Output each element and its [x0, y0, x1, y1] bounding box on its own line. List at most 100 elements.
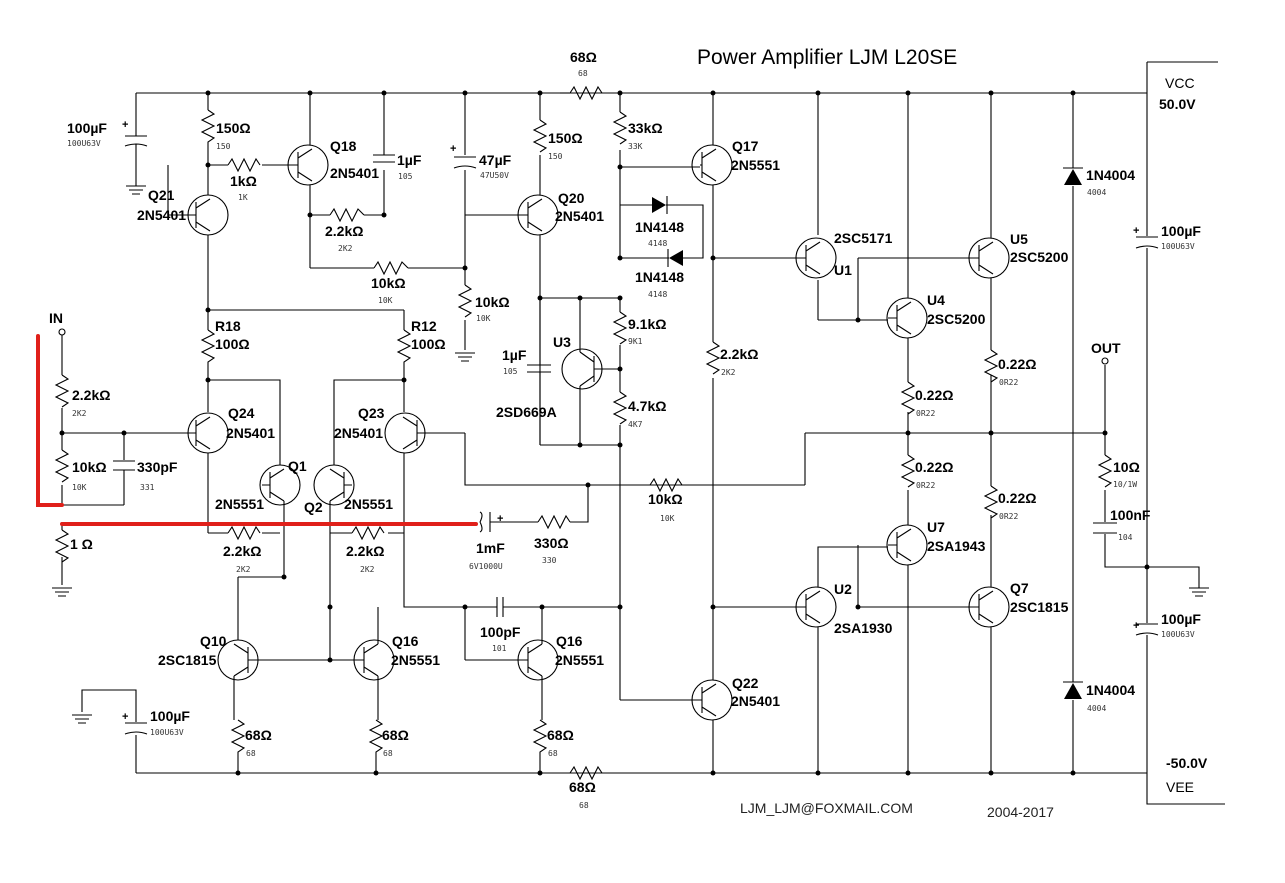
cap-100u-bottomleft: + 100µF 100U63V — [122, 708, 190, 737]
resistor-10k-input: 10kΩ 10K — [54, 449, 107, 492]
svg-text:100µF: 100µF — [1161, 223, 1201, 239]
svg-text:1N4148: 1N4148 — [635, 269, 684, 285]
transistor-q22: Q22 2N5401 — [691, 675, 780, 721]
svg-text:+: + — [450, 143, 456, 155]
svg-text:2.2kΩ: 2.2kΩ — [346, 543, 384, 559]
svg-text:33kΩ: 33kΩ — [628, 120, 663, 136]
svg-text:100µF: 100µF — [1161, 611, 1201, 627]
cap-100u-bottomright: + 100µF 100U63V — [1133, 611, 1201, 639]
svg-text:150: 150 — [216, 142, 231, 151]
ground-symbol — [126, 183, 146, 195]
copyright-year: 2004-2017 — [987, 804, 1054, 820]
svg-text:2N5401: 2N5401 — [555, 208, 604, 224]
cap-100p: 100pF 101 — [480, 597, 521, 653]
svg-text:104: 104 — [1118, 533, 1133, 542]
svg-text:150Ω: 150Ω — [548, 130, 583, 146]
svg-text:2K2: 2K2 — [338, 244, 353, 253]
resistor-10k-a: 10kΩ 10K — [371, 260, 409, 305]
resistor-10k-b: 10kΩ 10K — [457, 284, 510, 323]
vcc-value: 50.0V — [1159, 96, 1196, 112]
svg-text:2K2: 2K2 — [721, 368, 736, 377]
svg-text:0.22Ω: 0.22Ω — [998, 356, 1036, 372]
svg-text:47U50V: 47U50V — [480, 171, 509, 180]
resistor-2k2-input: 2.2kΩ 2K2 — [54, 374, 110, 418]
svg-text:10K: 10K — [476, 314, 491, 323]
svg-text:10kΩ: 10kΩ — [72, 459, 107, 475]
svg-text:0.22Ω: 0.22Ω — [915, 387, 953, 403]
svg-text:U1: U1 — [834, 262, 852, 278]
svg-text:47µF: 47µF — [479, 152, 512, 168]
svg-text:150: 150 — [548, 152, 563, 161]
cap-100n: 100nF 104 — [1093, 507, 1151, 542]
resistor-150-b: 150Ω 150 — [532, 119, 583, 161]
svg-text:10kΩ: 10kΩ — [371, 275, 406, 291]
resistor-1-ohm: 1 Ω — [54, 529, 93, 563]
svg-text:2N5401: 2N5401 — [334, 425, 383, 441]
svg-text:150Ω: 150Ω — [216, 120, 251, 136]
transistor-q1: Q1 2N5551 — [215, 458, 307, 577]
svg-text:2N5401: 2N5401 — [731, 693, 780, 709]
svg-text:0R22: 0R22 — [999, 378, 1018, 387]
input-label: IN — [49, 310, 63, 326]
author-email: LJM_LJM@FOXMAIL.COM — [740, 800, 913, 816]
schematic-title: Power Amplifier LJM L20SE — [697, 46, 957, 69]
vcc-rail: VCC 50.0V — [136, 61, 1218, 112]
vcc-name: VCC — [1165, 75, 1195, 91]
transistor-q21: Q21 2N5401 — [137, 187, 229, 236]
output-terminal[interactable] — [1101, 357, 1109, 365]
diode-1n4004-top: 1N4004 4004 — [1063, 167, 1135, 197]
svg-text:68: 68 — [579, 801, 589, 810]
cap-100u-topleft: + 100µF 100U63V — [67, 93, 148, 183]
svg-text:2SC5171: 2SC5171 — [834, 230, 893, 246]
svg-text:1K: 1K — [238, 193, 248, 202]
resistor-150-a: 150Ω 150 — [200, 109, 251, 151]
svg-text:10/1W: 10/1W — [1113, 480, 1137, 489]
transistor-u4: U4 2SC5200 — [886, 292, 986, 339]
svg-text:100µF: 100µF — [67, 120, 107, 136]
svg-text:68Ω: 68Ω — [245, 727, 272, 743]
cap-330p: 330pF 331 — [113, 459, 178, 492]
svg-text:6V1000U: 6V1000U — [469, 562, 503, 571]
svg-text:10kΩ: 10kΩ — [648, 491, 683, 507]
svg-text:2N5551: 2N5551 — [555, 652, 604, 668]
svg-text:1N4004: 1N4004 — [1086, 167, 1135, 183]
diode-1n4148-b: 1N4148 4148 — [635, 249, 684, 299]
svg-text:Q7: Q7 — [1010, 580, 1029, 596]
svg-text:Q18: Q18 — [330, 138, 357, 154]
svg-text:10K: 10K — [72, 483, 87, 492]
svg-text:2N5401: 2N5401 — [330, 165, 379, 181]
svg-text:9.1kΩ: 9.1kΩ — [628, 316, 666, 332]
svg-text:68Ω: 68Ω — [382, 727, 409, 743]
svg-text:2N5551: 2N5551 — [344, 496, 393, 512]
resistor-4k7: 4.7kΩ 4K7 — [612, 391, 666, 429]
svg-text:68: 68 — [548, 749, 558, 758]
svg-text:+: + — [1133, 620, 1139, 632]
svg-text:1 Ω: 1 Ω — [70, 536, 93, 552]
cap-1mf: + 1mF 6V1000U — [469, 511, 538, 571]
highlight-input-path — [36, 334, 64, 507]
resistor-2k2-q1: 2.2kΩ 2K2 — [223, 525, 261, 574]
resistor-0r22-u4: 0.22Ω 0R22 — [900, 381, 953, 418]
svg-text:68: 68 — [383, 749, 393, 758]
resistor-0r22-u7: 0.22Ω 0R22 — [983, 485, 1036, 521]
svg-text:10K: 10K — [378, 296, 393, 305]
vee-rail: -50.0V VEE — [136, 755, 1225, 805]
svg-text:Q22: Q22 — [732, 675, 759, 691]
transistor-q24: Q24 2N5401 — [186, 405, 275, 454]
svg-text:330Ω: 330Ω — [534, 535, 569, 551]
svg-text:33K: 33K — [628, 142, 643, 151]
resistor-68-q10: 68Ω 68 — [368, 719, 409, 773]
input-terminal[interactable] — [58, 328, 66, 336]
svg-text:2.2kΩ: 2.2kΩ — [325, 223, 363, 239]
svg-text:Q23: Q23 — [358, 405, 385, 421]
svg-text:0.22Ω: 0.22Ω — [998, 490, 1036, 506]
svg-text:4K7: 4K7 — [628, 420, 643, 429]
svg-text:1mF: 1mF — [476, 540, 505, 556]
resistor-r18: R18 100Ω — [200, 318, 250, 380]
svg-text:4004: 4004 — [1087, 704, 1106, 713]
svg-text:R18: R18 — [215, 318, 241, 334]
svg-text:2SC1815: 2SC1815 — [158, 652, 217, 668]
resistor-2k2-q2: 2.2kΩ 2K2 — [346, 525, 384, 574]
svg-text:+: + — [497, 513, 503, 525]
transistor-q17: Q17 2N5551 — [691, 138, 780, 186]
